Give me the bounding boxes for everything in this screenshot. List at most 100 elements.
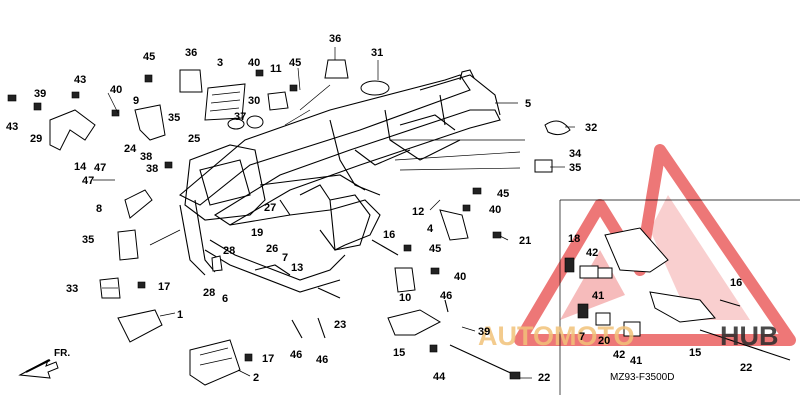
callout-label: 17 — [158, 281, 170, 293]
part-1 — [117, 309, 163, 343]
callout-label: 14 — [74, 161, 87, 173]
part-35-left — [117, 229, 139, 261]
callout-label: 38 — [140, 151, 152, 163]
callout-label: 26 — [266, 243, 278, 255]
watermark-text-b: HUB — [720, 321, 779, 351]
callout-label: 1 — [177, 309, 183, 321]
front-arrow: FR. — [18, 348, 70, 379]
part-31 — [360, 80, 390, 96]
part-32 — [544, 120, 571, 136]
callout-label: 10 — [399, 292, 411, 304]
part-9 — [134, 104, 166, 141]
small-parts — [7, 59, 571, 386]
callout-label: 35 — [569, 162, 581, 174]
callout-label: 3 — [217, 57, 223, 69]
callout-label: 28 — [223, 245, 235, 257]
callout-label: 42 — [586, 247, 598, 259]
callout-label: 45 — [289, 57, 301, 69]
inset-footpeg-bracket — [649, 291, 716, 323]
callout-label: 39 — [478, 326, 490, 338]
callout-label: 9 — [133, 95, 139, 107]
callout-label: 41 — [592, 290, 604, 302]
callout-label: 24 — [124, 143, 137, 155]
callout-label: 30 — [248, 95, 260, 107]
callout-label: 36 — [185, 47, 197, 59]
callout-label: 4 — [427, 223, 434, 235]
part-36 — [179, 69, 203, 93]
callout-label: 37 — [234, 111, 246, 123]
callout-label: 6 — [222, 293, 228, 305]
callout-label: 47 — [94, 162, 106, 174]
callout-label: 43 — [74, 74, 86, 86]
callout-label: 33 — [66, 283, 78, 295]
callout-label: 40 — [248, 57, 260, 69]
callout-label: 32 — [585, 122, 597, 134]
callout-label: 27 — [264, 202, 276, 214]
diagram-code: MZ93-F3500D — [610, 372, 674, 383]
callout-label: 2 — [253, 372, 259, 384]
main-frame — [179, 69, 501, 293]
leader-lines — [93, 47, 575, 379]
callout-label: 7 — [282, 252, 288, 264]
callout-label: 45 — [497, 188, 509, 200]
callout-label: 21 — [519, 235, 531, 247]
callout-label: 41 — [630, 355, 642, 367]
callout-label: 17 — [262, 353, 274, 365]
callout-label: 25 — [188, 133, 200, 145]
callout-label: 19 — [251, 227, 263, 239]
callout-label: 16 — [383, 229, 395, 241]
callout-label: 35 — [82, 234, 94, 246]
watermark-text: AUTOMOTO HUB — [478, 321, 779, 351]
callout-label: 28 — [203, 287, 215, 299]
callout-label: 11 — [270, 63, 282, 75]
callout-label: 12 — [412, 206, 424, 218]
callout-label: 46 — [316, 354, 328, 366]
part-2 — [189, 339, 241, 386]
callout-label: 23 — [334, 319, 346, 331]
callout-label: 29 — [30, 133, 42, 145]
callout-label: 18 — [568, 233, 580, 245]
part-3 — [204, 83, 246, 121]
part-34 — [534, 159, 553, 173]
part-22 — [449, 344, 516, 376]
part-4 — [439, 209, 469, 241]
callout-label: 36 — [329, 33, 341, 45]
callout-label: 40 — [110, 84, 122, 96]
callout-label: 40 — [489, 204, 501, 216]
part-15 — [387, 309, 442, 336]
callout-label: 22 — [538, 372, 550, 384]
callout-label: 16 — [730, 277, 742, 289]
callout-label: 5 — [525, 98, 531, 110]
callout-label: 15 — [689, 347, 701, 359]
part-10 — [394, 267, 416, 293]
part-36b — [324, 59, 349, 79]
inset-bracket-upper — [604, 227, 669, 273]
callout-label: 47 — [82, 175, 94, 187]
front-label: FR. — [54, 348, 70, 359]
callout-label: 39 — [34, 88, 46, 100]
callout-label: 20 — [598, 335, 610, 347]
callout-label: 35 — [168, 112, 180, 124]
callout-label: 15 — [393, 347, 405, 359]
callout-label: 45 — [143, 51, 155, 63]
inset-parts — [564, 227, 791, 361]
callout-label: 42 — [613, 349, 625, 361]
part-37 — [227, 118, 245, 130]
callout-label: 8 — [96, 203, 102, 215]
part-28 — [211, 255, 223, 272]
callout-labels: 43 39 43 29 40 14 47 47 9 45 24 38 38 8 … — [6, 33, 752, 384]
watermark-text-a: AUTOMOTO — [478, 321, 635, 351]
callout-label: 46 — [440, 290, 452, 302]
callout-label: 22 — [740, 362, 752, 374]
callout-label: 31 — [371, 47, 383, 59]
callout-label: 46 — [290, 349, 302, 361]
callout-label: 34 — [569, 148, 582, 160]
detail-inset-frame — [559, 199, 800, 395]
callout-label: 43 — [6, 121, 18, 133]
callout-label: 38 — [146, 163, 158, 175]
part-8 — [124, 189, 153, 219]
part-14 — [49, 109, 96, 151]
callout-label: 45 — [429, 243, 441, 255]
